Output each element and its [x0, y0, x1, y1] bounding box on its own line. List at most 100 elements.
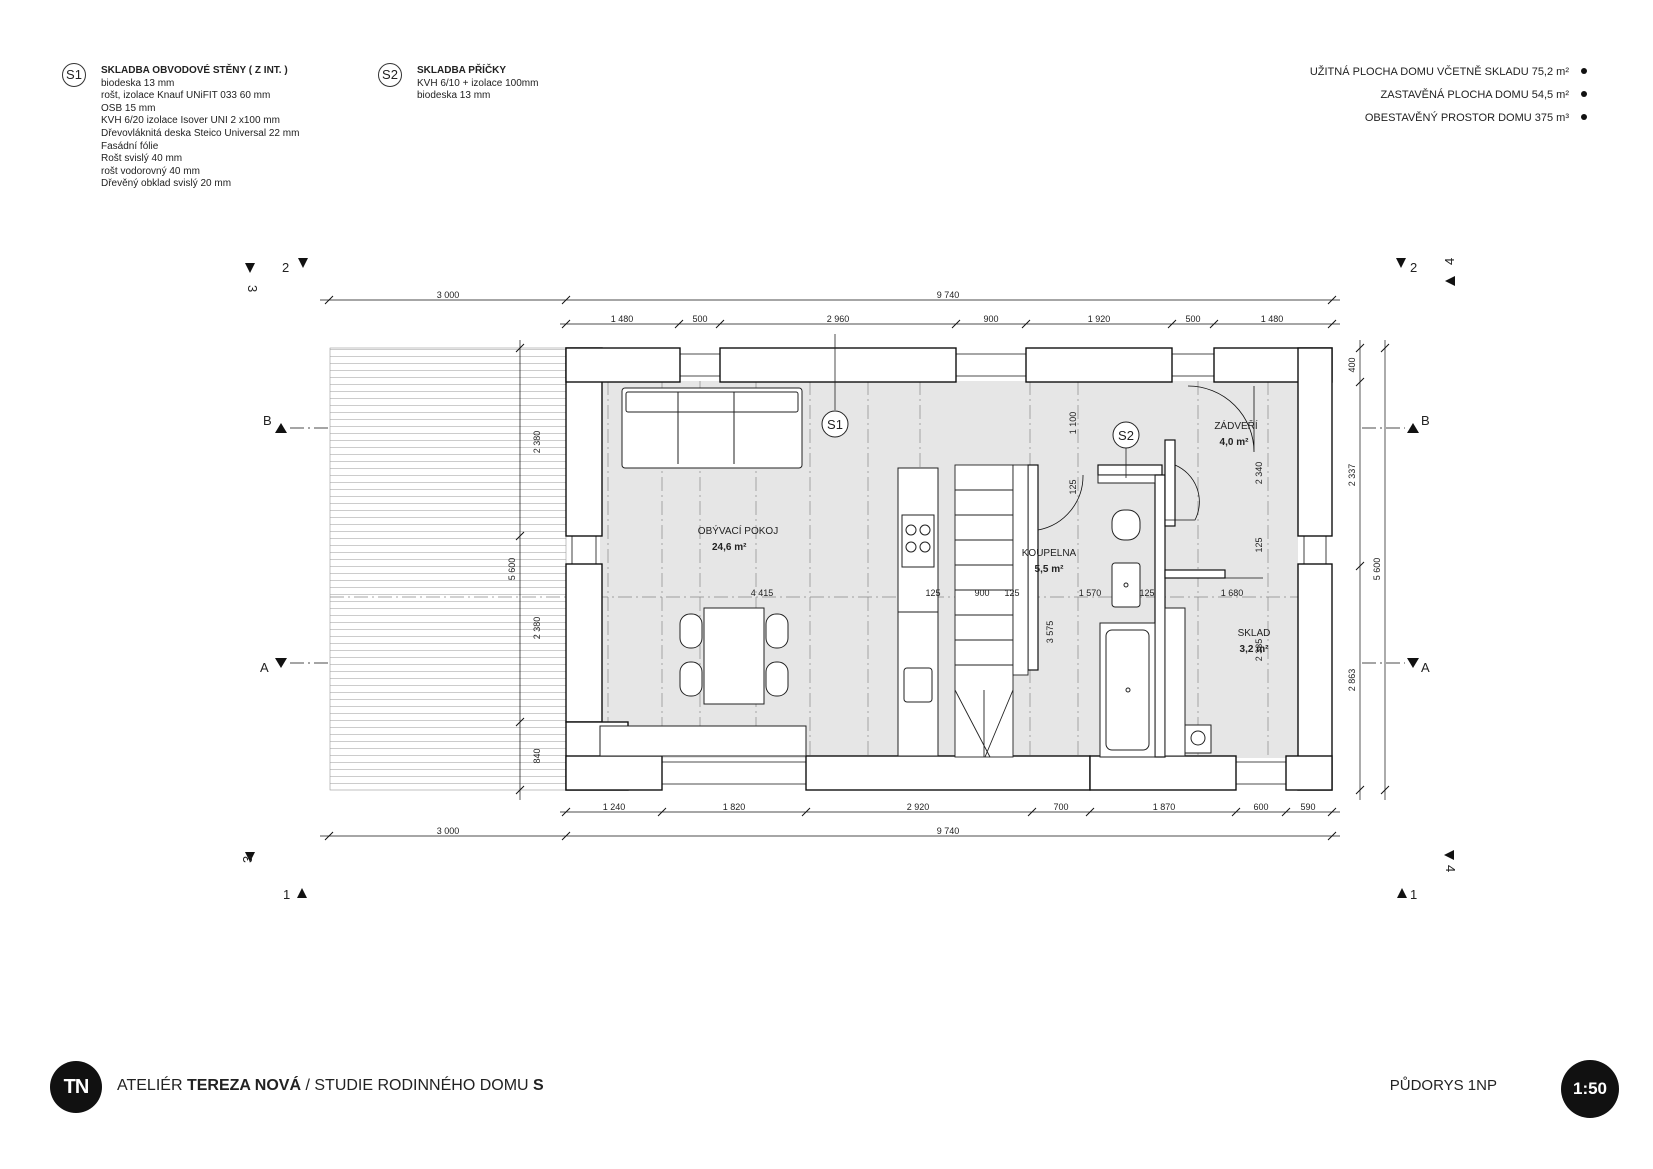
dim-interior: 125	[1139, 588, 1154, 598]
dim-top-inner: 500	[692, 314, 707, 324]
dim-top-inner: 2 960	[827, 314, 850, 324]
dimension-ticks	[324, 295, 1390, 841]
section-letter: A	[1421, 660, 1430, 675]
studio-prefix: ATELIÉR	[117, 1077, 187, 1094]
dim-top-inner: 1 480	[1261, 314, 1284, 324]
elevation-number: 2	[1410, 260, 1417, 275]
dimension-texts: 3 000 9 740 1 480 500 2 960 900 1 920 50…	[437, 290, 1382, 836]
dim-left: 2 380	[532, 617, 542, 640]
legend-title: SKLADBA PŘÍČKY	[417, 65, 507, 76]
dim-bottom-outer: 3 000	[437, 826, 460, 836]
windows	[571, 353, 1327, 785]
elevation-number: 1	[283, 887, 290, 902]
dim-top-outer: 3 000	[437, 290, 460, 300]
legend-line: biodeska 13 mm	[101, 77, 175, 89]
dim-bottom-inner: 2 920	[907, 802, 930, 812]
dim-right-inner: 400	[1347, 357, 1357, 372]
area-row: UŽITNÁ PLOCHA DOMU VČETNĚ SKLADU 75,2 m²	[1310, 66, 1587, 89]
wall-type-tags: S1 S2	[821, 334, 1140, 478]
triangle-up-icon	[1407, 423, 1419, 433]
legend-line: KVH 6/20 izolace Isover UNI 2 x100 mm	[101, 115, 280, 127]
section-lines	[290, 427, 1405, 664]
dim-bottom-inner: 590	[1300, 802, 1315, 812]
area-summary: UŽITNÁ PLOCHA DOMU VČETNĚ SKLADU 75,2 m²…	[1310, 66, 1587, 135]
area-built: ZASTAVĚNÁ PLOCHA DOMU 54,5 m²	[1380, 89, 1569, 101]
bathroom-fixtures	[1097, 474, 1156, 758]
storage-appliance	[1164, 607, 1212, 757]
room-name: SKLAD	[1238, 628, 1271, 639]
triangle-down-icon	[298, 258, 308, 268]
legend-line: Rošt svislý 40 mm	[101, 153, 183, 165]
room-name: ZÁDVEŘÍ	[1214, 419, 1258, 432]
studio-title: ATELIÉR TEREZA NOVÁ / STUDIE RODINNÉHO D…	[117, 1077, 544, 1095]
elevation-number: 3	[240, 856, 255, 863]
dim-bottom-inner: 1 240	[603, 802, 626, 812]
dim-interior: 125	[925, 588, 940, 598]
room-labels: OBÝVACÍ POKOJ 24,6 m² KOUPELNA 5,5 m² ZÁ…	[698, 419, 1271, 655]
legend-line: biodeska 13 mm	[417, 90, 491, 102]
dim-bottom-inner: 1 870	[1153, 802, 1176, 812]
dimension-lines	[320, 299, 1386, 837]
legend-line: Dřevěný obklad svislý 20 mm	[101, 178, 232, 190]
elevation-numbers: 2 3 2 4 3 1 1 4	[240, 258, 1458, 902]
area-row: ZASTAVĚNÁ PLOCHA DOMU 54,5 m²	[1310, 89, 1587, 112]
elevation-number: 4	[1443, 865, 1458, 872]
dim-bottom-inner: 700	[1053, 802, 1068, 812]
dining-set	[679, 607, 789, 705]
bench	[599, 725, 807, 757]
bullet-icon	[1581, 91, 1587, 97]
room-area: 24,6 m²	[712, 542, 747, 553]
dim-right-inner: 2 863	[1347, 669, 1357, 692]
dim-interior: 1 570	[1079, 588, 1102, 598]
dim-left: 2 380	[532, 431, 542, 454]
dim-top-inner: 500	[1185, 314, 1200, 324]
triangle-up-icon	[297, 888, 307, 898]
dim-interior: 125	[1068, 479, 1078, 494]
doors	[1037, 385, 1263, 579]
triangle-left-icon	[1445, 276, 1455, 286]
room-name: OBÝVACÍ POKOJ	[698, 524, 778, 537]
studio-logo: TN	[50, 1061, 102, 1113]
studio-suffix: S	[533, 1077, 544, 1094]
sheet-title: PŮDORYS 1NP	[1389, 1077, 1497, 1094]
dim-interior: 900	[974, 588, 989, 598]
dim-interior: 1 100	[1068, 412, 1078, 435]
triangle-down-icon	[275, 658, 287, 668]
legend-tag: S1	[62, 63, 86, 87]
legend-lines: SKLADBA PŘÍČKY KVH 6/10 + izolace 100mm …	[417, 65, 538, 103]
triangle-down-icon	[245, 263, 255, 273]
elevation-number: 3	[245, 285, 260, 292]
legend-title: SKLADBA OBVODOVÉ STĚNY ( Z INT. )	[101, 65, 288, 76]
area-volume: OBESTAVĚNÝ PROSTOR DOMU 375 m³	[1364, 112, 1569, 124]
dim-interior: 125	[1254, 537, 1264, 552]
studio-mid: / STUDIE RODINNÉHO DOMU	[301, 1077, 534, 1094]
legend-line: rošt, izolace Knauf UNiFIT 033 60 mm	[101, 90, 271, 102]
section-letter: B	[1421, 413, 1430, 428]
triangle-down-icon	[245, 852, 255, 862]
section-letters: B A B A	[260, 413, 1430, 675]
dim-interior: 3 575	[1045, 621, 1055, 644]
section-markers	[275, 423, 1419, 668]
legend-line: OSB 15 mm	[101, 102, 156, 114]
section-letter: A	[260, 660, 269, 675]
terrace-decking	[329, 347, 567, 791]
room-name: KOUPELNA	[1022, 548, 1077, 559]
dim-right-outer: 5 600	[1372, 558, 1382, 581]
triangle-left-icon	[1444, 850, 1454, 860]
dim-top-inner: 1 920	[1088, 314, 1111, 324]
elevation-number: 4	[1442, 258, 1457, 265]
dim-interior: 4 415	[751, 588, 774, 598]
triangle-down-icon	[1407, 658, 1419, 668]
bullet-icon	[1581, 68, 1587, 74]
dim-bottom-inner: 1 820	[723, 802, 746, 812]
dim-left: 840	[532, 748, 542, 763]
bullet-icon	[1581, 114, 1587, 120]
area-row: OBESTAVĚNÝ PROSTOR DOMU 375 m³	[1310, 112, 1587, 135]
legend-line: rošt vodorovný 40 mm	[101, 165, 200, 177]
dim-top-inner: 1 480	[611, 314, 634, 324]
dim-interior: 2 335	[1254, 639, 1264, 662]
scale-badge: 1:50	[1561, 1060, 1619, 1118]
elevation-markers	[245, 258, 1455, 898]
room-area: 3,2 m²	[1240, 644, 1270, 655]
